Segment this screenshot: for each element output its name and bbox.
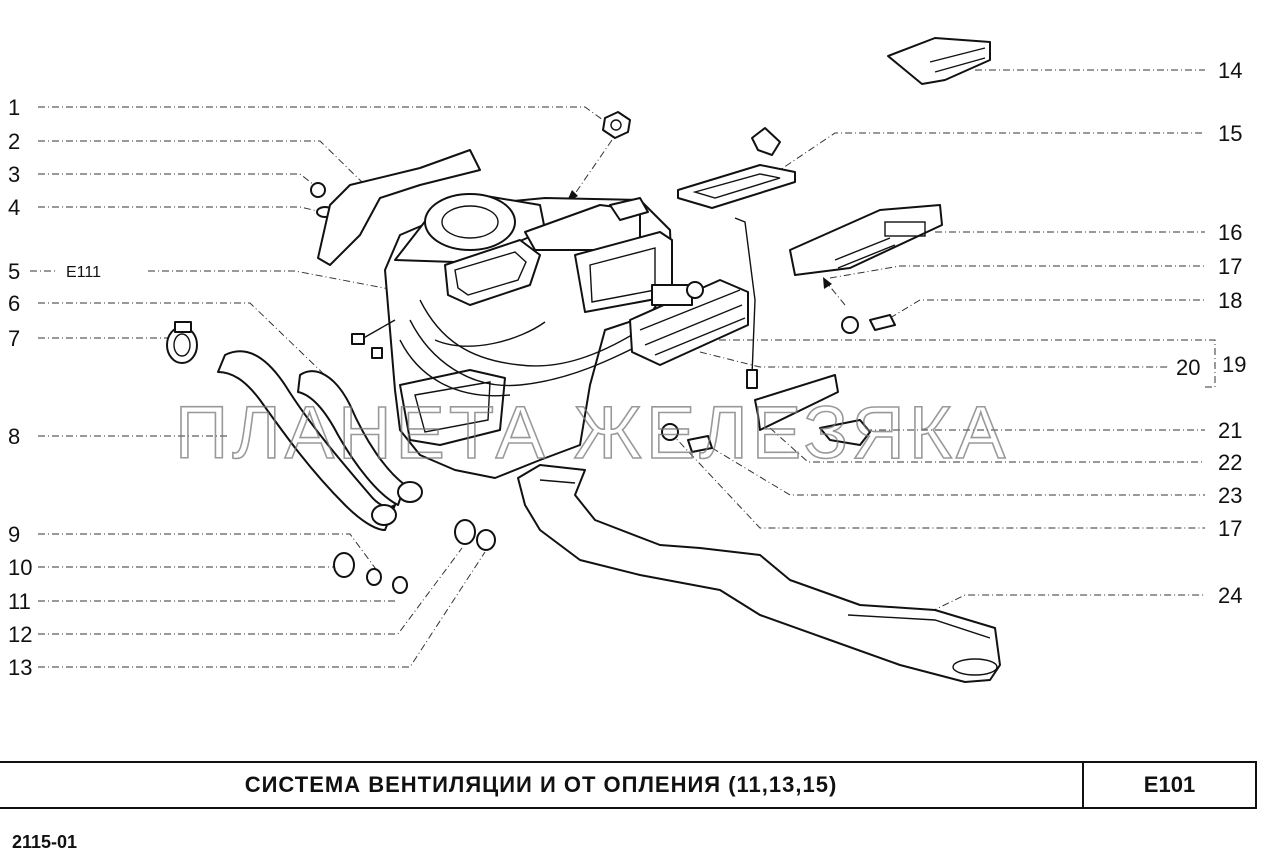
leader-lines-left: [38, 106, 611, 668]
heater-hoses: [217, 350, 423, 531]
fasteners-top: [310, 111, 631, 218]
callout-1: 1: [8, 95, 20, 120]
control-panel: [629, 279, 749, 366]
callout-14: 14: [1218, 58, 1242, 83]
callout-24: 24: [1218, 583, 1242, 608]
document-number: 2115-01: [12, 832, 78, 852]
air-duct: [517, 464, 1001, 683]
washers-and-grommets: [333, 519, 496, 594]
diagram-title: СИСТЕМА ВЕНТИЛЯЦИИ И ОТ ОПЛЕНИЯ (11,13,1…: [0, 763, 1084, 807]
leader-lines-right: [669, 69, 1216, 613]
callout-17-bottom: 17: [1218, 516, 1242, 541]
callout-5: 5: [8, 259, 20, 284]
callout-18: 18: [1218, 288, 1242, 313]
callout-4: 4: [8, 195, 20, 220]
callout-16: 16: [1218, 220, 1242, 245]
callouts-left: 1 2 3 4 5 E111 6 7 8 9 10 11 12 13: [8, 95, 101, 680]
callout-8: 8: [8, 424, 20, 449]
callout-17-top: 17: [1218, 254, 1242, 279]
callout-15: 15: [1218, 121, 1242, 146]
mounting-bracket: [317, 149, 481, 266]
watermark: ПЛАНЕТА ЖЕЛЕЗЯКА: [175, 391, 1009, 474]
callout-11: 11: [8, 589, 31, 614]
control-cables: [351, 299, 651, 397]
title-block: СИСТЕМА ВЕНТИЛЯЦИИ И ОТ ОПЛЕНИЯ (11,13,1…: [0, 761, 1257, 809]
callout-e111: E111: [66, 264, 101, 281]
callout-9: 9: [8, 522, 20, 547]
vent-grille: [887, 37, 991, 85]
callout-10: 10: [8, 555, 32, 580]
callout-13: 13: [8, 655, 32, 680]
control-rod-and-bracket: [734, 217, 871, 446]
callout-22: 22: [1218, 450, 1242, 475]
diagram-code: E101: [1143, 772, 1196, 797]
callouts-right: 14 15 16 17 18 19 20 21 22 23 17 24: [1176, 58, 1246, 608]
heater-unit: [384, 193, 673, 479]
callout-12: 12: [8, 622, 32, 647]
fasteners-right: [661, 314, 896, 453]
callout-21: 21: [1218, 418, 1242, 443]
callout-2: 2: [8, 129, 20, 154]
switch-panel: [789, 204, 943, 276]
callout-23: 23: [1218, 483, 1242, 508]
callout-6: 6: [8, 291, 20, 316]
callout-7: 7: [8, 326, 20, 351]
hose-clamp: [166, 321, 198, 364]
callout-3: 3: [8, 162, 20, 187]
callout-20: 20: [1176, 355, 1200, 380]
control-cover-panel: [677, 127, 796, 209]
callout-19: 19: [1222, 352, 1246, 377]
